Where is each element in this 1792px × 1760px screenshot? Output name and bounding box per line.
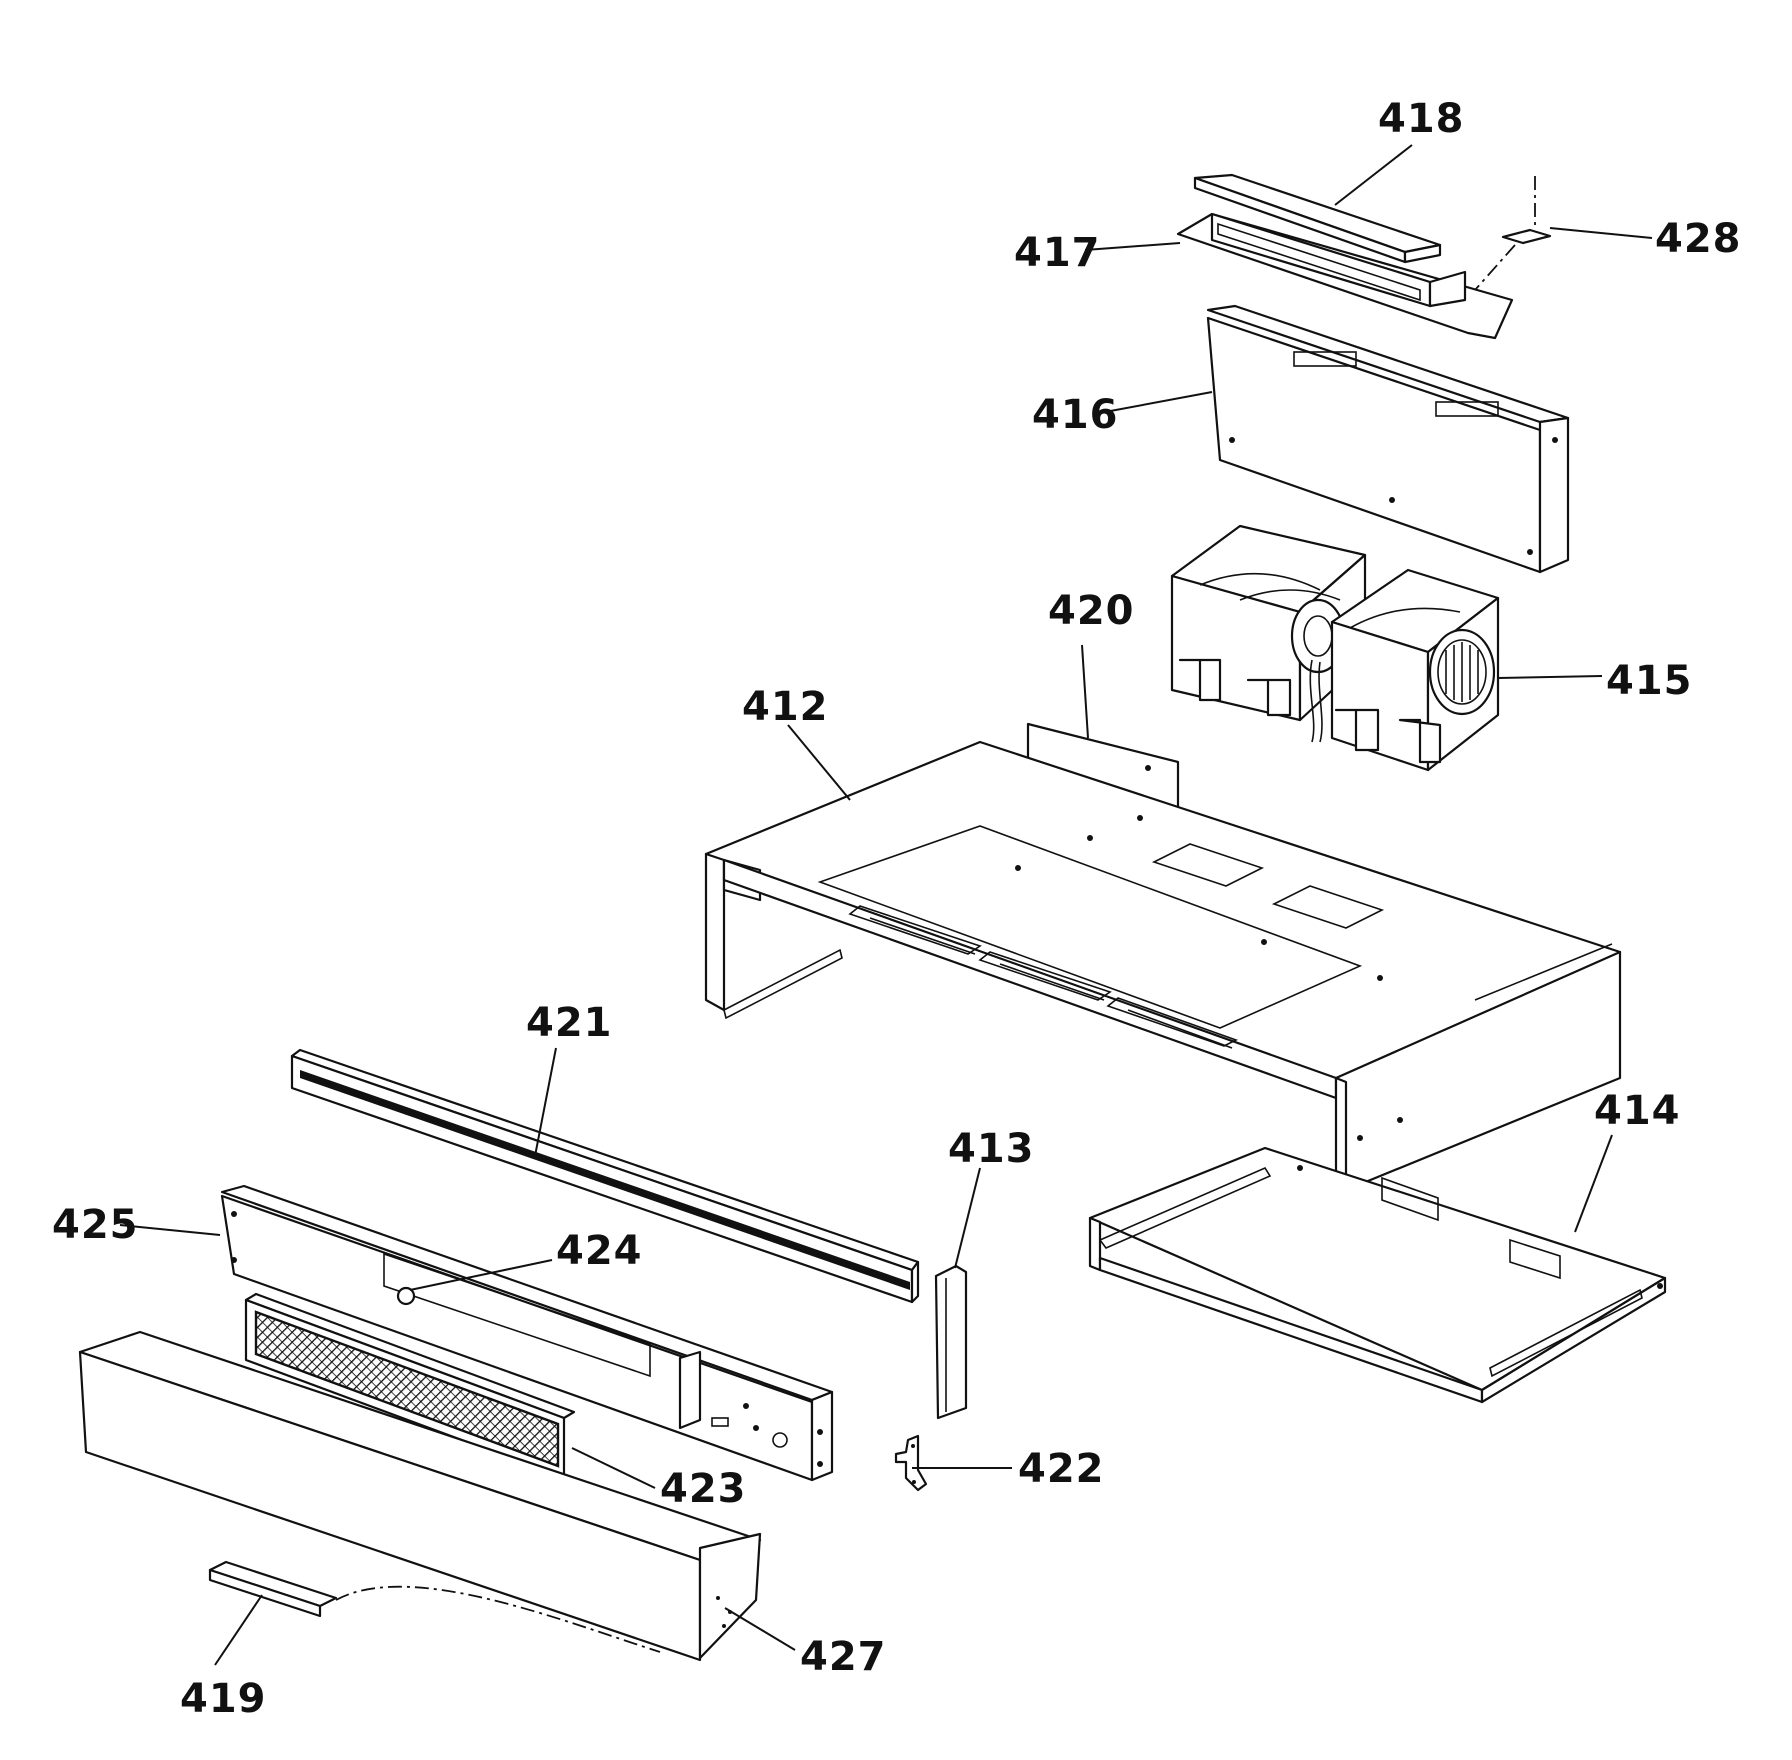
part-427-front-trim [78, 1330, 762, 1662]
callout-421: 421 [526, 1000, 613, 1046]
leader-419 [214, 1594, 263, 1666]
leader-424 [409, 1259, 553, 1291]
callout-416: 416 [1032, 392, 1119, 438]
leader-414 [1574, 1134, 1613, 1233]
part-418-duct-collar-cover [1193, 173, 1442, 264]
part-425-control-bracket [220, 1184, 834, 1482]
callout-420: 420 [1048, 588, 1135, 634]
leader-421 [534, 1047, 557, 1157]
leader-416 [1104, 391, 1213, 413]
leader-415 [1497, 675, 1603, 679]
part-422-latch-bracket [894, 1434, 928, 1492]
leader-427 [724, 1607, 796, 1651]
callout-423: 423 [660, 1466, 747, 1512]
leader-428 [1549, 227, 1653, 239]
part-412-main-housing [704, 740, 1622, 1192]
part-413-end-cap [934, 1264, 968, 1420]
leader-lines [119, 144, 1653, 1666]
part-421-rail [290, 1048, 920, 1304]
leader-420 [1081, 644, 1089, 739]
leader-418 [1334, 144, 1413, 206]
callout-413: 413 [948, 1126, 1035, 1172]
callout-422: 422 [1018, 1446, 1105, 1492]
callout-labels: 418 417 428 416 415 420 412 414 413 422 … [52, 96, 1742, 1722]
callout-417: 417 [1014, 230, 1101, 276]
leader-412 [787, 724, 851, 801]
part-428-clip [1474, 176, 1552, 291]
leader-413 [954, 1167, 981, 1269]
leader-423 [571, 1447, 656, 1489]
callout-419: 419 [180, 1676, 267, 1722]
part-419-handle [208, 1560, 661, 1653]
callout-425: 425 [52, 1202, 139, 1248]
part-417-duct-collar-base [1176, 212, 1514, 340]
part-415-blower-assembly [1170, 524, 1500, 772]
callout-427: 427 [800, 1634, 887, 1680]
part-416-back-panel [1206, 304, 1570, 574]
callout-412: 412 [742, 684, 829, 730]
part-414-bottom-pan [1088, 1146, 1667, 1404]
callout-428: 428 [1655, 216, 1742, 262]
leader-417 [1084, 242, 1181, 251]
leader-425 [119, 1224, 221, 1236]
part-423-grease-filter [244, 1292, 576, 1480]
callout-418: 418 [1378, 96, 1465, 142]
callout-424: 424 [556, 1228, 643, 1274]
callout-414: 414 [1594, 1088, 1681, 1134]
callout-415: 415 [1606, 658, 1693, 704]
